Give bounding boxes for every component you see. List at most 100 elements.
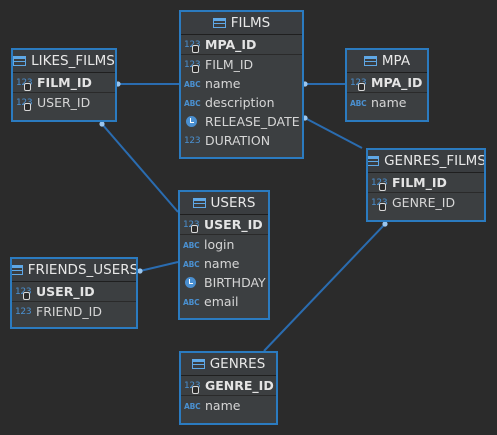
key-number-type-icon [184, 38, 202, 53]
column-name: email [204, 294, 239, 309]
column-name: FILM_ID [392, 175, 447, 190]
table-header: LIKES_FILMS [13, 50, 115, 73]
text-type-icon [183, 295, 201, 309]
key-number-type-icon [16, 76, 34, 91]
table-title: USERS [210, 195, 256, 211]
column-row[interactable]: BIRTHDAY [180, 273, 268, 292]
columns-section: name [181, 396, 276, 415]
column-name: login [204, 237, 235, 252]
table-header: FILMS [181, 12, 302, 35]
table-icon [192, 198, 206, 208]
key-number-type-icon [371, 176, 389, 191]
primary-key-section: GENRE_ID [181, 376, 276, 396]
table-genres-films[interactable]: GENRES_FILMS FILM_ID GENRE_ID [366, 148, 486, 222]
table-title: MPA [381, 53, 411, 69]
column-row[interactable]: MPA_ID [181, 35, 302, 54]
column-row[interactable]: name [347, 93, 427, 112]
column-row[interactable]: login [180, 235, 268, 254]
column-row[interactable]: email [180, 292, 268, 311]
column-name: name [205, 76, 241, 91]
text-type-icon [184, 96, 202, 110]
column-name: USER_ID [204, 217, 263, 232]
date-type-icon [183, 276, 201, 290]
table-icon [363, 56, 377, 66]
column-name: GENRE_ID [205, 378, 274, 393]
column-row[interactable]: name [180, 254, 268, 273]
table-title: GENRES [209, 356, 266, 372]
column-row[interactable]: FILM_ID [13, 73, 115, 92]
relation-line-likes_films-users[interactable] [101, 123, 179, 213]
column-row[interactable]: FILM_ID [368, 173, 484, 192]
table-icon [212, 18, 226, 28]
column-name: USER_ID [36, 284, 95, 299]
columns-section: GENRE_ID [368, 193, 484, 212]
table-title: LIKES_FILMS [31, 53, 115, 69]
table-title: GENRES_FILMS [384, 153, 484, 169]
table-friends-users[interactable]: FRIENDS_USERS USER_IDFRIEND_ID [10, 257, 138, 329]
column-row[interactable]: USER_ID [180, 215, 268, 234]
column-row[interactable]: description [181, 93, 302, 112]
key-number-type-icon [15, 285, 33, 300]
column-row[interactable]: GENRE_ID [181, 376, 276, 395]
table-mpa[interactable]: MPA MPA_IDname [345, 48, 429, 122]
table-header: MPA [347, 50, 427, 73]
text-type-icon [350, 96, 368, 110]
column-name: USER_ID [37, 95, 91, 110]
column-row[interactable]: FILM_ID [181, 55, 302, 74]
column-row[interactable]: USER_ID [13, 93, 115, 112]
column-row[interactable]: RELEASE_DATE [181, 112, 302, 131]
table-likes-films[interactable]: LIKES_FILMS FILM_ID USER_ID [11, 48, 117, 122]
table-header: GENRES [181, 353, 276, 376]
table-header: GENRES_FILMS [368, 150, 484, 173]
column-name: MPA_ID [205, 37, 257, 52]
primary-key-section: FILM_ID [13, 73, 115, 93]
key-number-type-icon [183, 218, 201, 233]
column-row[interactable]: DURATION [181, 131, 302, 150]
column-name: FRIEND_ID [36, 304, 102, 319]
primary-key-section: MPA_ID [181, 35, 302, 55]
table-icon [368, 156, 380, 166]
relation-endpoint-dot [99, 121, 105, 127]
primary-key-section: FILM_ID [368, 173, 484, 193]
column-name: GENRE_ID [392, 195, 456, 210]
column-row[interactable]: name [181, 74, 302, 93]
relation-line-friends_users-users[interactable] [139, 261, 179, 272]
column-row[interactable]: USER_ID [12, 282, 136, 301]
columns-section: FRIEND_ID [12, 302, 136, 321]
text-type-icon [184, 399, 202, 413]
columns-section: name [347, 93, 427, 112]
key-number-type-icon [184, 58, 202, 73]
key-number-type-icon [350, 76, 368, 91]
column-name: name [205, 398, 241, 413]
table-icon [13, 56, 27, 66]
column-name: name [371, 95, 407, 110]
column-row[interactable]: name [181, 396, 276, 415]
text-type-icon [184, 77, 202, 91]
primary-key-section: USER_ID [180, 215, 268, 235]
relation-line-films-genres_films[interactable] [304, 117, 363, 149]
table-header: USERS [180, 192, 268, 215]
column-name: name [204, 256, 240, 271]
columns-section: USER_ID [13, 93, 115, 112]
column-row[interactable]: MPA_ID [347, 73, 427, 92]
relation-endpoint-dot [382, 221, 388, 227]
key-number-type-icon [371, 196, 389, 211]
relation-line-genres_films-genres[interactable] [263, 223, 386, 352]
column-row[interactable]: GENRE_ID [368, 193, 484, 212]
table-icon [191, 359, 205, 369]
column-name: description [205, 95, 275, 110]
number-type-icon [15, 305, 33, 319]
column-row[interactable]: FRIEND_ID [12, 302, 136, 321]
relation-endpoint-dot [137, 268, 143, 274]
table-genres[interactable]: GENRES GENRE_IDname [179, 351, 278, 425]
date-type-icon [184, 115, 202, 129]
key-number-type-icon [184, 379, 202, 394]
column-name: DURATION [205, 133, 271, 148]
text-type-icon [183, 257, 201, 271]
column-name: BIRTHDAY [204, 275, 266, 290]
table-films[interactable]: FILMS MPA_ID FILM_IDname descriptionRELEAS… [179, 10, 304, 159]
